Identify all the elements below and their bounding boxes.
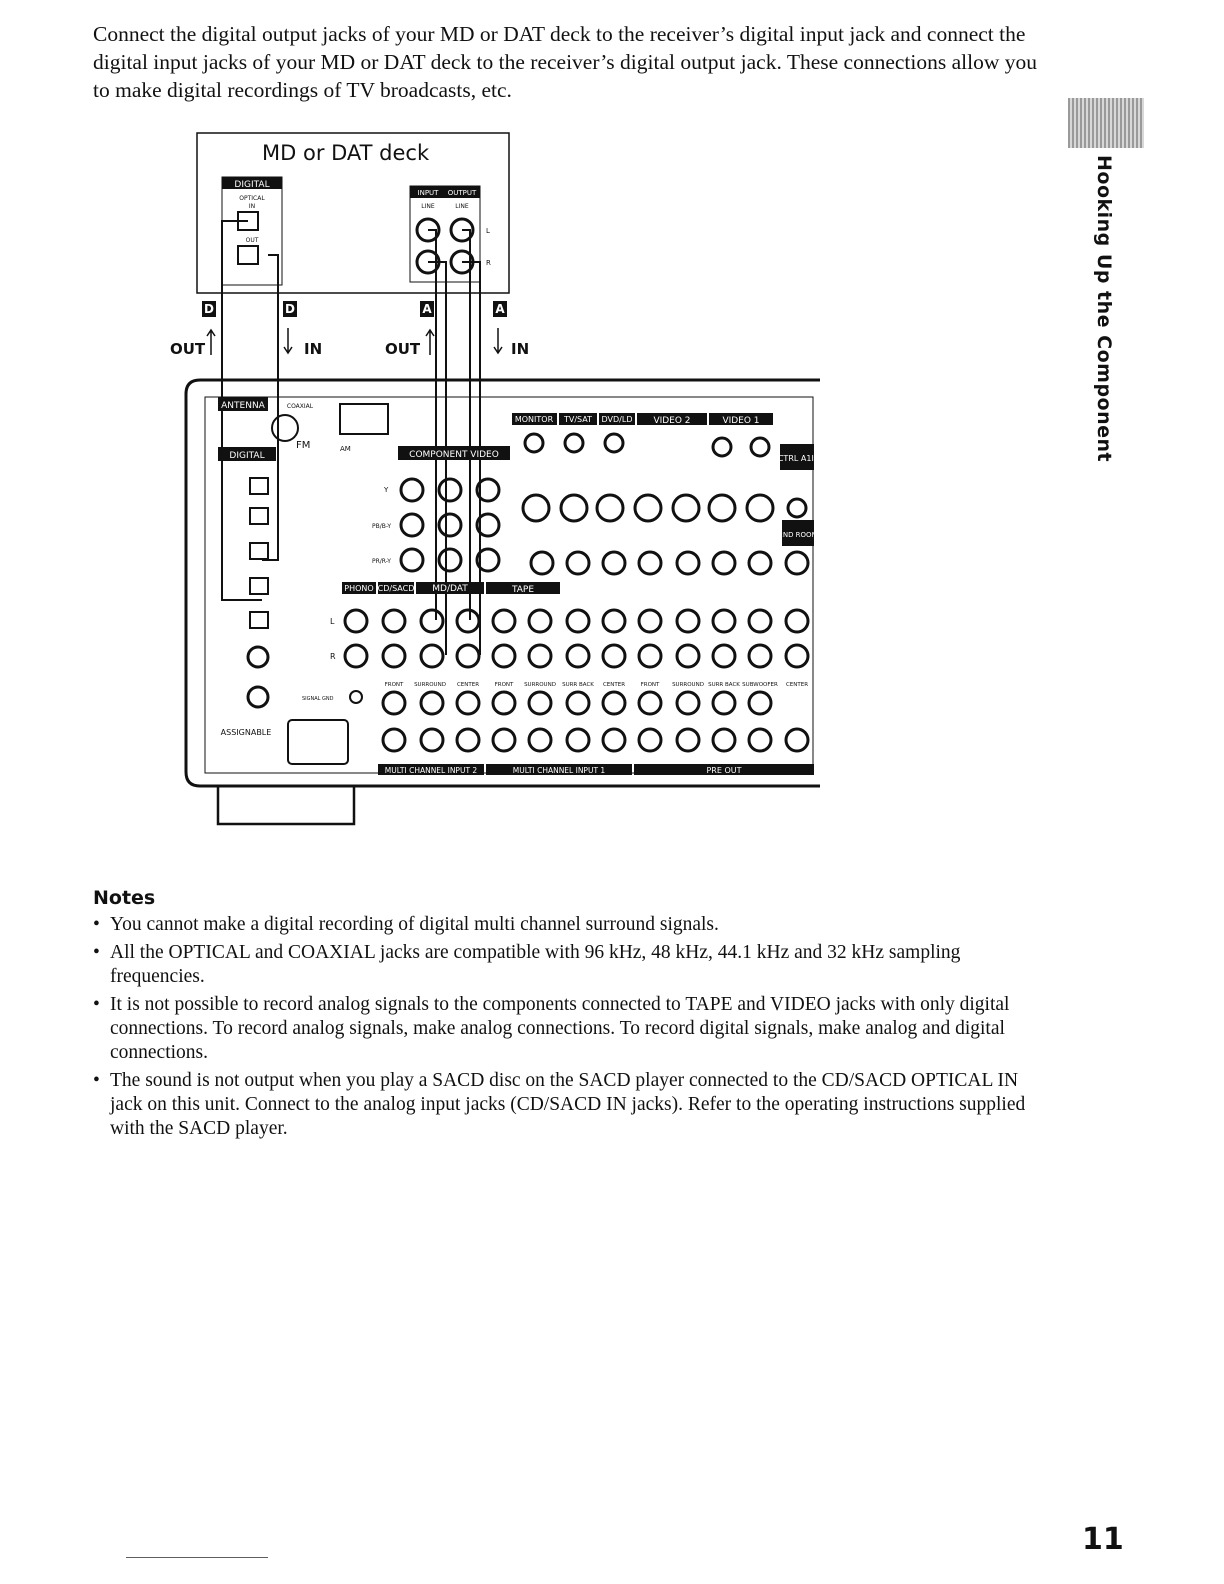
digital-in-label: IN — [304, 340, 323, 358]
notes-heading: Notes — [93, 887, 156, 909]
rx-control-port — [287, 719, 349, 765]
svg-text:TV/SAT: TV/SAT — [563, 415, 592, 424]
am-antenna-terminal — [339, 403, 389, 435]
svg-text:SUBWOOFER: SUBWOOFER — [742, 682, 778, 688]
rx-digital-label: DIGITAL — [229, 451, 264, 461]
svg-text:IN: IN — [249, 203, 255, 210]
deck-title: MD or DAT deck — [262, 141, 430, 165]
analog-in-label: IN — [511, 340, 530, 358]
svg-text:DVD/LD: DVD/LD — [602, 415, 633, 424]
svg-text:PB/B-Y: PB/B-Y — [372, 523, 391, 530]
svg-text:SURR BACK: SURR BACK — [562, 682, 594, 688]
page-number: 11 — [1082, 1522, 1124, 1557]
rx-optical-jack-3 — [249, 542, 269, 560]
rx-antenna-label: ANTENNA — [221, 401, 266, 411]
svg-text:L: L — [486, 227, 490, 235]
svg-text:MONITOR: MONITOR — [515, 415, 554, 424]
svg-text:L: L — [330, 617, 335, 626]
svg-text:CENTER: CENTER — [603, 682, 625, 688]
svg-text:CTRL A1II: CTRL A1II — [778, 454, 816, 463]
svg-text:R: R — [486, 259, 491, 267]
svg-text:MD/DAT: MD/DAT — [432, 584, 468, 594]
rx-preout-label: PRE OUT — [706, 766, 741, 775]
rx-component-video-label: COMPONENT VIDEO — [409, 450, 499, 460]
rx-coaxial-jack-1 — [246, 645, 270, 669]
fm-antenna-jack — [271, 414, 299, 442]
svg-text:SURR BACK: SURR BACK — [708, 682, 740, 688]
svg-text:OPTICAL: OPTICAL — [239, 195, 265, 202]
svg-text:FM: FM — [296, 440, 310, 451]
svg-text:INPUT: INPUT — [418, 189, 440, 197]
svg-text:SURROUND: SURROUND — [672, 682, 704, 688]
marker-a-in: A — [493, 301, 507, 317]
signal-gnd-terminal — [349, 690, 363, 704]
svg-text:CENTER: CENTER — [786, 682, 808, 688]
marker-a-out: A — [420, 301, 434, 317]
rx-coaxial-jack-2 — [246, 685, 270, 709]
svg-text:CD/SACD: CD/SACD — [378, 584, 415, 593]
svg-text:FRONT: FRONT — [385, 682, 404, 688]
note-item: You cannot make a digital recording of d… — [93, 913, 1043, 937]
svg-text:AM: AM — [340, 445, 351, 453]
rx-multi2-label: MULTI CHANNEL INPUT 2 — [385, 766, 478, 775]
svg-text:CENTER: CENTER — [457, 682, 479, 688]
note-item: The sound is not output when you play a … — [93, 1069, 1043, 1141]
connection-diagram: DIGITAL OPTICAL IN OUT INPUT OUTPUT LINE… — [184, 132, 820, 826]
direction-arrows — [206, 328, 503, 355]
svg-text:OUT: OUT — [246, 237, 259, 244]
deck-digital-label: DIGITAL — [234, 180, 269, 190]
svg-text:TAPE: TAPE — [511, 585, 534, 595]
svg-text:COAXIAL: COAXIAL — [287, 403, 314, 410]
multichannel-jacks — [381, 690, 810, 753]
digital-out-label: OUT — [170, 340, 206, 358]
section-side-title: Hooking Up the Component — [1093, 155, 1115, 463]
svg-text:LINE: LINE — [421, 203, 435, 210]
svg-text:VIDEO 2: VIDEO 2 — [653, 416, 690, 426]
rx-multi1-label: MULTI CHANNEL INPUT 1 — [513, 766, 606, 775]
footer-rule — [126, 1557, 268, 1558]
rx-optical-jack-4 — [249, 577, 269, 595]
rx-optical-jack-1 — [249, 477, 269, 495]
section-tab-marker — [1068, 98, 1144, 148]
deck-optical-out-jack — [237, 245, 259, 265]
svg-text:R: R — [330, 652, 336, 661]
svg-text:SIGNAL GND: SIGNAL GND — [302, 696, 334, 702]
deck-box — [196, 132, 510, 294]
svg-text:Y: Y — [383, 486, 389, 494]
analog-out-label: OUT — [385, 340, 421, 358]
notes-list: You cannot make a digital recording of d… — [93, 913, 1043, 1145]
svg-text:LINE: LINE — [455, 203, 469, 210]
note-item: All the OPTICAL and COAXIAL jacks are co… — [93, 941, 1043, 989]
svg-text:VIDEO 1: VIDEO 1 — [722, 416, 759, 426]
rx-assignable-label: ASSIGNABLE — [221, 728, 272, 737]
marker-d-out: D — [202, 301, 216, 317]
svg-text:2ND ROOM: 2ND ROOM — [778, 531, 817, 539]
deck-line-in-l-jack — [415, 217, 441, 243]
audio-jacks — [343, 608, 810, 669]
svg-text:SURROUND: SURROUND — [524, 682, 556, 688]
rx-optical-jack-5 — [249, 611, 269, 629]
component-video-jacks — [399, 477, 501, 573]
video-jacks — [521, 432, 810, 576]
intro-paragraph: Connect the digital output jacks of your… — [93, 22, 1037, 102]
svg-text:FRONT: FRONT — [641, 682, 660, 688]
note-item: It is not possible to record analog sign… — [93, 993, 1043, 1065]
svg-text:FRONT: FRONT — [495, 682, 514, 688]
svg-text:OUTPUT: OUTPUT — [448, 189, 477, 197]
svg-text:PHONO: PHONO — [344, 584, 373, 593]
svg-text:SURROUND: SURROUND — [414, 682, 446, 688]
svg-text:PR/R-Y: PR/R-Y — [372, 558, 391, 565]
marker-d-in: D — [283, 301, 297, 317]
deck-line-out-l-jack — [449, 217, 475, 243]
rx-optical-jack-2 — [249, 507, 269, 525]
